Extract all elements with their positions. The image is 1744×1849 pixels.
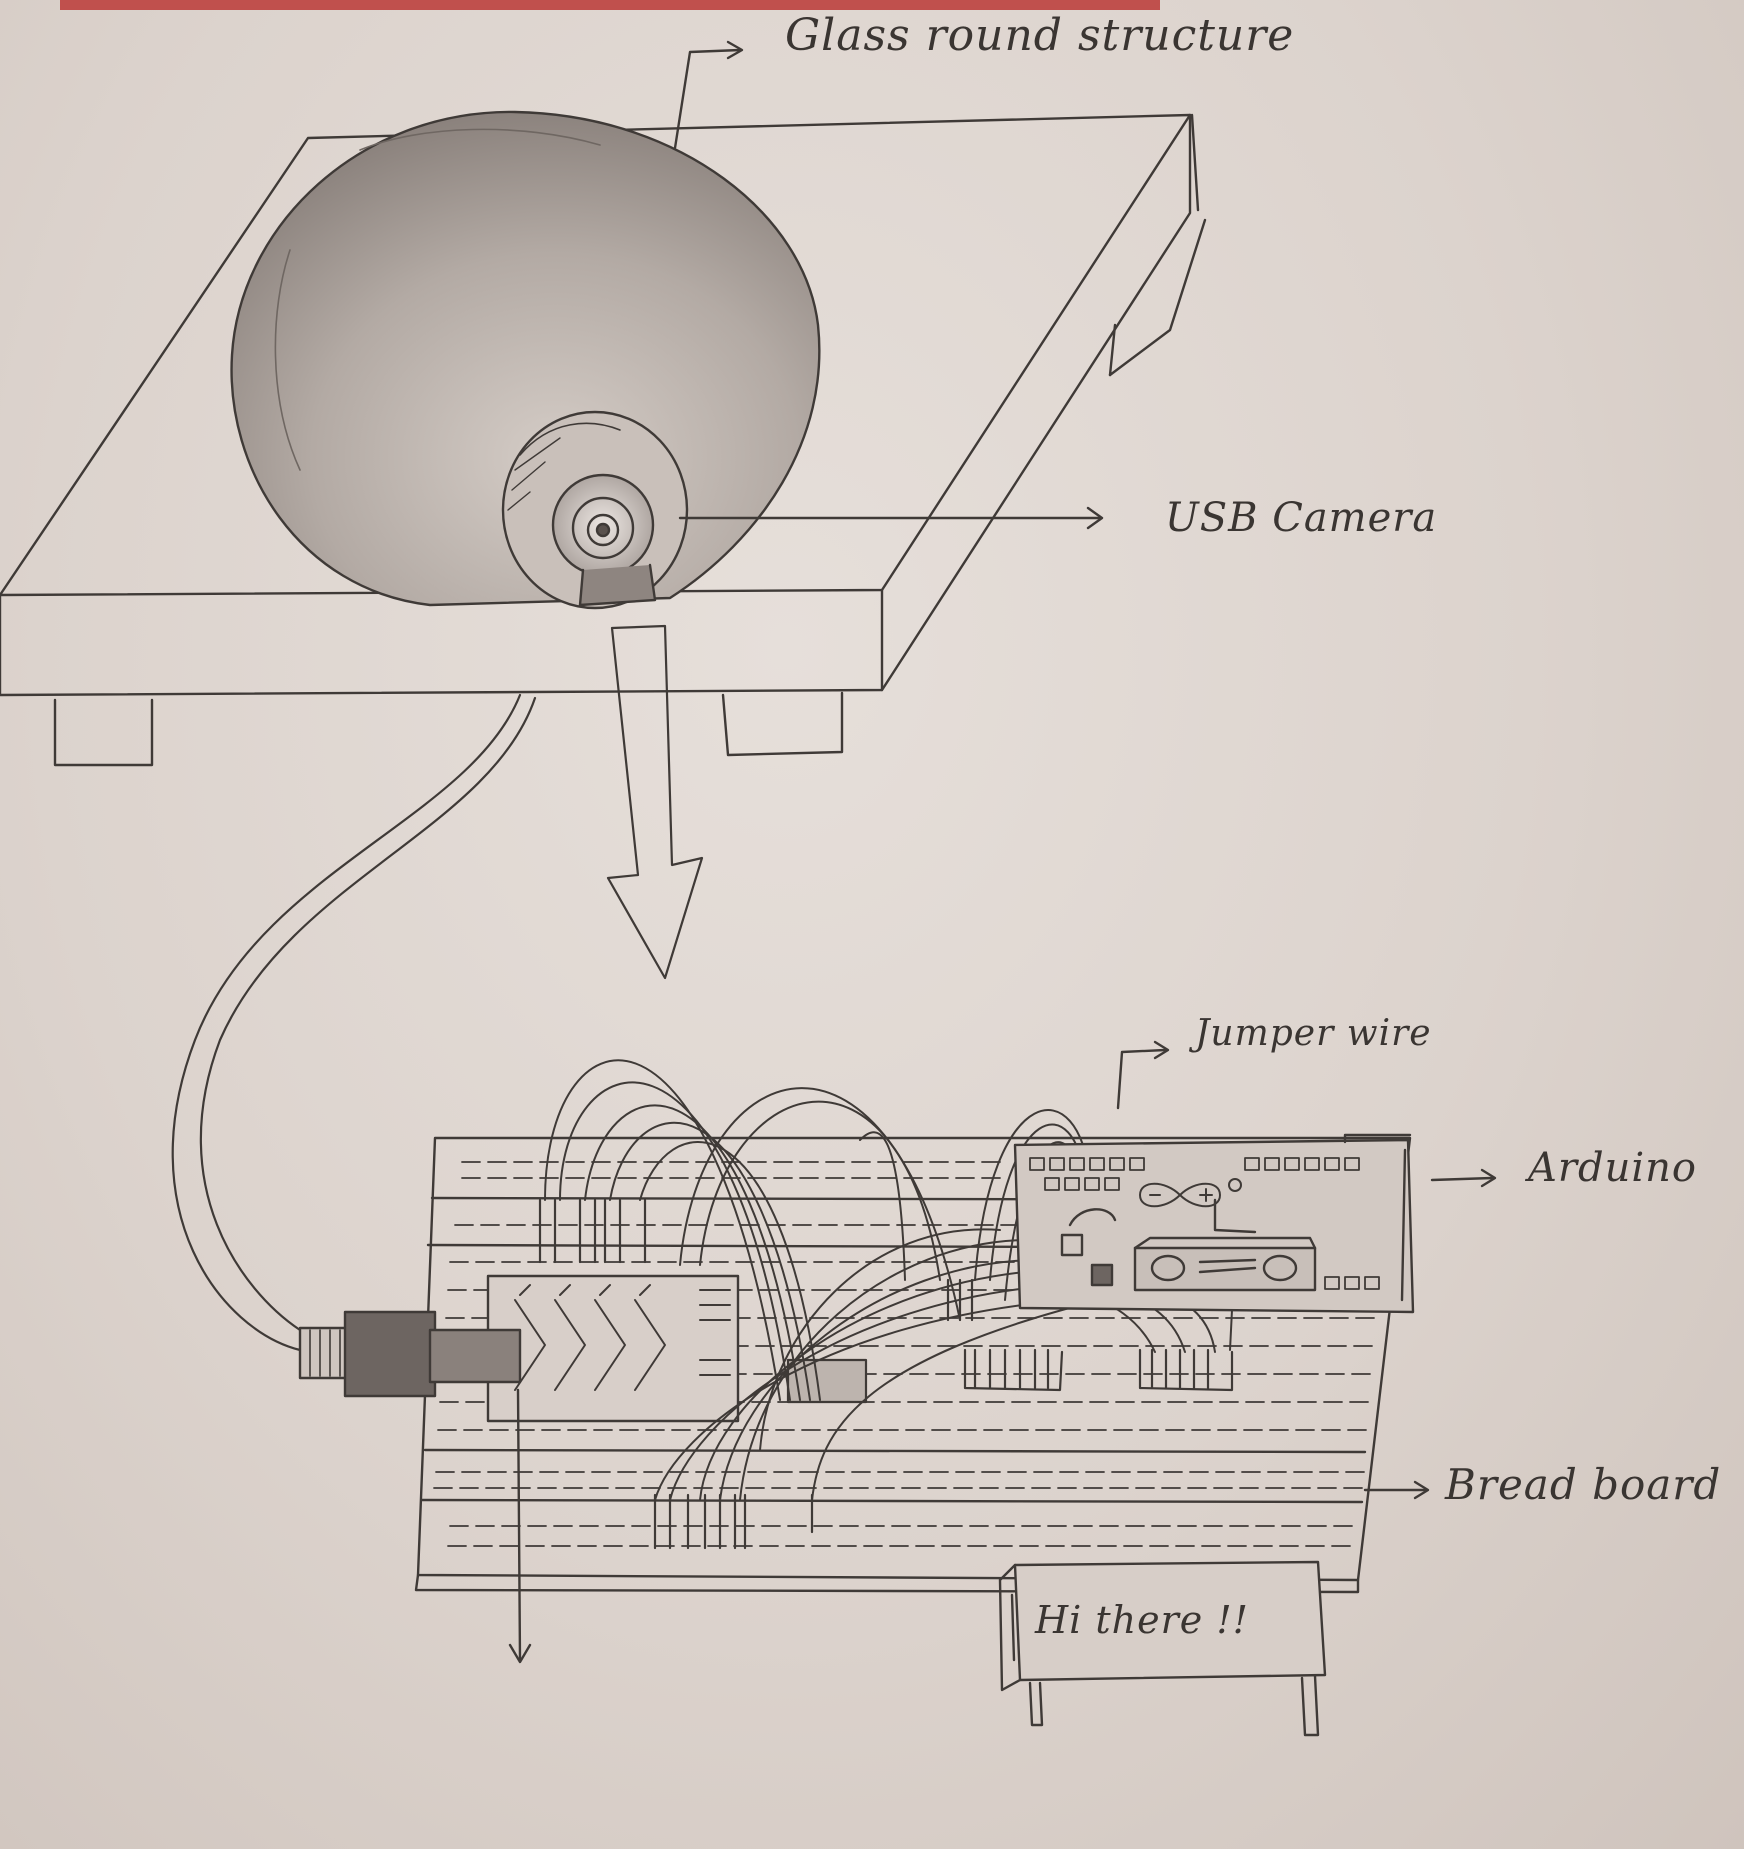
label-bread-board: Bread board <box>1445 1460 1721 1509</box>
label-arduino: Arduino <box>1528 1145 1697 1191</box>
arduino-leader-arrow <box>1432 1170 1495 1186</box>
glass-leader-arrow <box>675 42 742 148</box>
top-edge-strip <box>60 0 1160 10</box>
label-usb-camera: USB Camera <box>1165 495 1437 541</box>
big-down-arrow <box>608 626 702 978</box>
arduino-board <box>1015 1135 1413 1312</box>
breadboard-leader-arrow <box>1365 1482 1428 1498</box>
label-jumper-wire: Jumper wire <box>1195 1013 1432 1054</box>
lcd-display <box>1000 1562 1325 1735</box>
usb-cable <box>173 695 535 1350</box>
label-glass-structure: Glass round structure <box>785 10 1294 61</box>
jumper-wire-leader-arrow <box>1118 1042 1168 1108</box>
lcd-text: Hi there !! <box>1035 1598 1249 1642</box>
driver-chip <box>488 1276 738 1421</box>
usb-camera <box>503 412 687 608</box>
